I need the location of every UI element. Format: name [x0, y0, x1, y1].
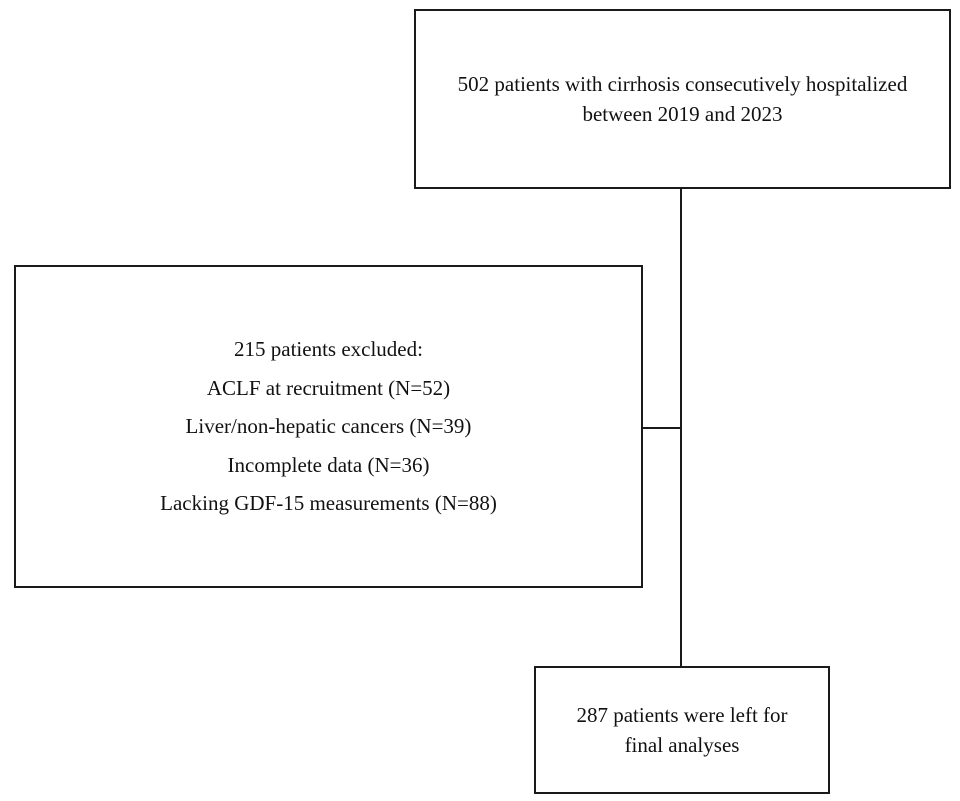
excluded-reason-aclf: ACLF at recruitment (N=52) [206, 375, 451, 400]
final-analysis-box: 287 patients were left for final analyse… [534, 666, 830, 794]
enrolled-patients-line-2: between 2019 and 2023 [582, 102, 783, 126]
excluded-patients-heading: 215 patients excluded: [234, 337, 423, 362]
final-analysis-line-1: 287 patients were left for [576, 703, 788, 727]
excluded-reason-incomplete-data: Incomplete data (N=36) [227, 452, 430, 477]
connector-branch-line [643, 427, 681, 429]
enrolled-patients-line-1: 502 patients with cirrhosis consecutivel… [457, 72, 908, 96]
excluded-reason-lacking-gdf15: Lacking GDF-15 measurements (N=88) [160, 491, 497, 516]
final-analysis-line-2: final analyses [624, 733, 740, 757]
enrolled-patients-box: 502 patients with cirrhosis consecutivel… [414, 9, 951, 189]
excluded-reason-cancers: Liver/non-hepatic cancers (N=39) [185, 414, 472, 439]
excluded-patients-box: 215 patients excluded: ACLF at recruitme… [14, 265, 643, 588]
connector-vertical-line [680, 189, 682, 666]
